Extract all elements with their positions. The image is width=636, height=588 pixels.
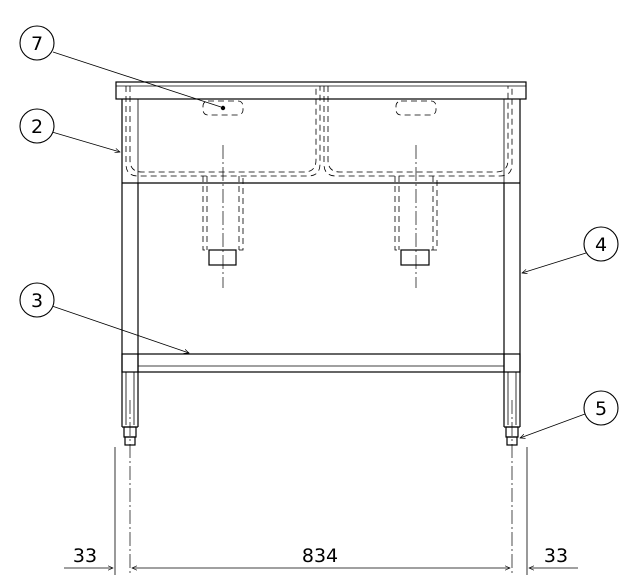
body-skirt xyxy=(121,99,521,184)
overflow-slots xyxy=(202,100,437,116)
callout-3-label: 3 xyxy=(31,290,43,312)
right-leg xyxy=(503,183,521,446)
dimension-left-label: 33 xyxy=(73,545,97,567)
dimension-middle-label: 834 xyxy=(302,545,338,567)
leader-lines xyxy=(51,51,587,438)
left-leg xyxy=(121,183,139,446)
callout-7: 7 xyxy=(19,25,55,61)
lower-stretcher xyxy=(121,353,521,373)
callout-2: 2 xyxy=(19,108,55,144)
callout-5-label: 5 xyxy=(595,398,607,420)
callout-4-label: 4 xyxy=(595,234,607,256)
callout-3: 3 xyxy=(19,282,55,318)
callout-5: 5 xyxy=(583,390,619,426)
dimension-extension-lines xyxy=(114,400,528,575)
left-sink-bowl xyxy=(125,86,321,288)
dimension-right-label: 33 xyxy=(544,545,568,567)
callout-4: 4 xyxy=(583,226,619,262)
callout-2-label: 2 xyxy=(31,116,43,138)
drain-traps xyxy=(208,249,430,266)
callout-7-label: 7 xyxy=(31,33,43,55)
worktop xyxy=(115,81,527,100)
right-sink-bowl xyxy=(323,86,513,288)
